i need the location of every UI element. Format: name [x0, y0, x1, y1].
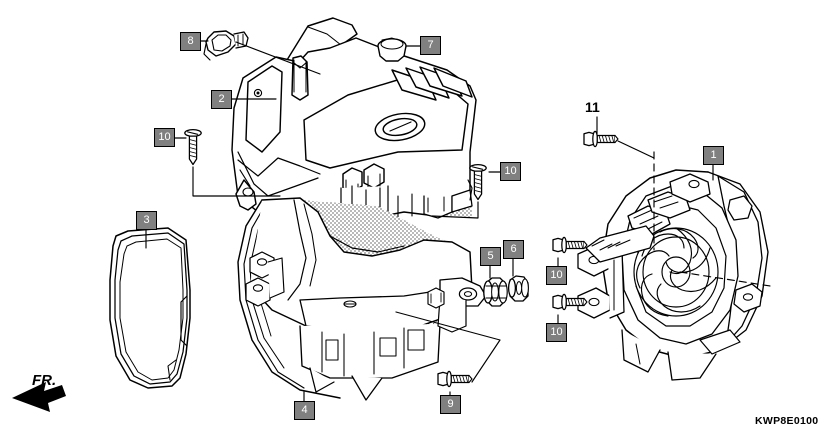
part-10-bolt-c: [552, 236, 588, 254]
callout-9[interactable]: 9: [440, 395, 461, 414]
callout-10-c[interactable]: 10: [546, 266, 567, 285]
part-10-screw-a: [184, 128, 202, 166]
callout-11[interactable]: 11: [585, 99, 600, 115]
part-8-clip: [203, 30, 249, 61]
front-direction-label: FR.: [32, 372, 57, 389]
callout-4[interactable]: 4: [294, 401, 315, 420]
part-2-upper-shroud: [231, 17, 477, 227]
part-6-collar: [507, 275, 529, 302]
callout-10-b[interactable]: 10: [500, 162, 521, 181]
callout-10-d[interactable]: 10: [546, 323, 567, 342]
callout-5[interactable]: 5: [480, 247, 501, 266]
callout-1[interactable]: 1: [703, 146, 724, 165]
part-1-fan-cover: [577, 151, 771, 381]
callout-3[interactable]: 3: [136, 211, 157, 230]
callout-8[interactable]: 8: [180, 32, 201, 51]
part-5-grommet: [483, 277, 508, 307]
callout-2[interactable]: 2: [211, 90, 232, 109]
callout-7[interactable]: 7: [420, 36, 441, 55]
front-direction-arrow: [12, 382, 66, 412]
part-10-screw-b: [469, 163, 487, 201]
hardware-parts: [184, 30, 619, 388]
part-11-bolt: [583, 130, 619, 148]
part-3-gasket-seal: [109, 227, 191, 389]
diagram-code: KWP8E0100: [755, 415, 819, 427]
part-9-bolt: [437, 370, 473, 388]
part-4-lower-cowl: [237, 197, 487, 401]
callout-6[interactable]: 6: [503, 240, 524, 259]
callout-10-a[interactable]: 10: [154, 128, 175, 147]
part-7-plug: [377, 37, 407, 62]
leader-lines: [145, 40, 714, 402]
